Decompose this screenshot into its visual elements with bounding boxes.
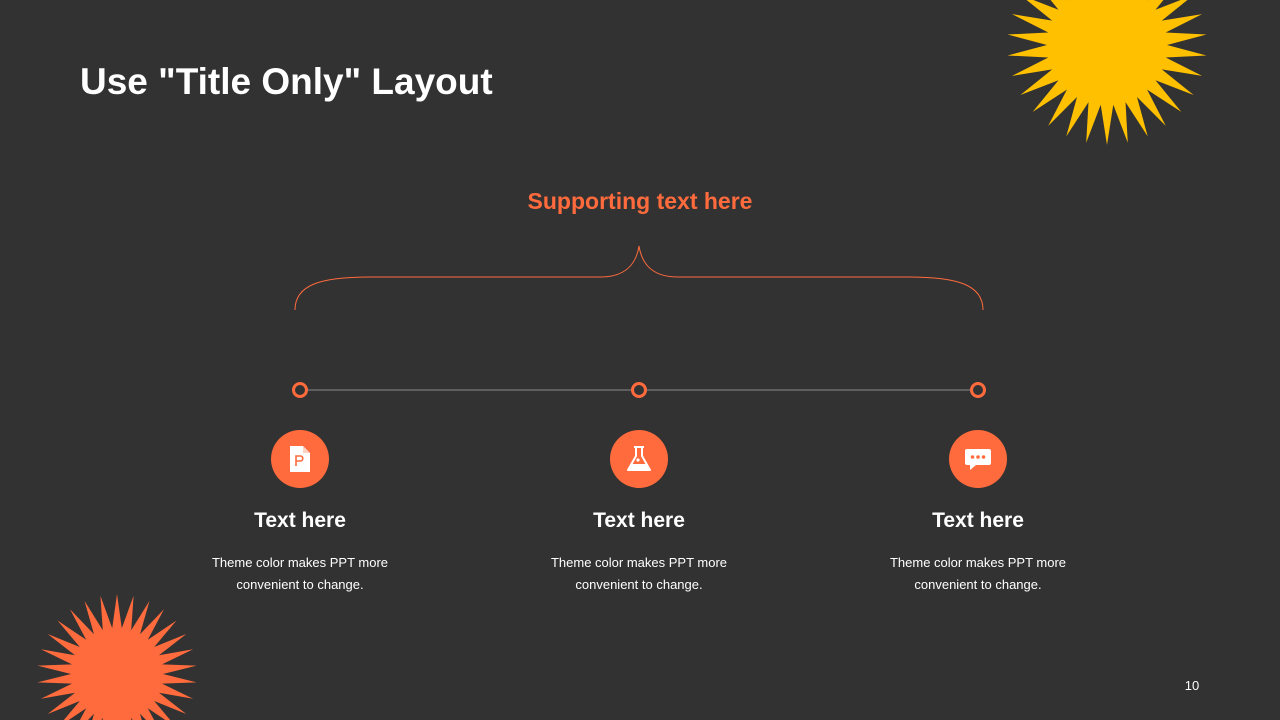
flask-icon — [610, 430, 668, 488]
timeline — [292, 382, 986, 398]
curly-brace-connector — [294, 245, 984, 311]
column-heading: Text here — [593, 509, 685, 532]
timeline-marker — [631, 382, 647, 398]
column-body-text: Theme color makes PPT more convenient to… — [889, 555, 1067, 592]
column-heading: Text here — [932, 509, 1024, 532]
timeline-marker — [970, 382, 986, 398]
orange-starburst-decoration — [37, 594, 197, 720]
feature-column-3: Text here Theme color makes PPT more con… — [858, 430, 1098, 596]
feature-column-1: Text here Theme color makes PPT more con… — [180, 430, 420, 596]
column-body-text: Theme color makes PPT more convenient to… — [550, 555, 728, 592]
document-icon — [271, 430, 329, 488]
supporting-text: Supporting text here — [527, 188, 753, 214]
column-body-text: Theme color makes PPT more convenient to… — [211, 555, 389, 592]
slide-title: Use "Title Only" Layout — [80, 61, 493, 102]
chat-bubble-icon — [949, 430, 1007, 488]
page-number: 10 — [1184, 678, 1200, 693]
column-heading: Text here — [254, 509, 346, 532]
feature-column-2: Text here Theme color makes PPT more con… — [519, 430, 759, 596]
timeline-marker — [292, 382, 308, 398]
yellow-starburst-decoration — [1007, 0, 1207, 145]
